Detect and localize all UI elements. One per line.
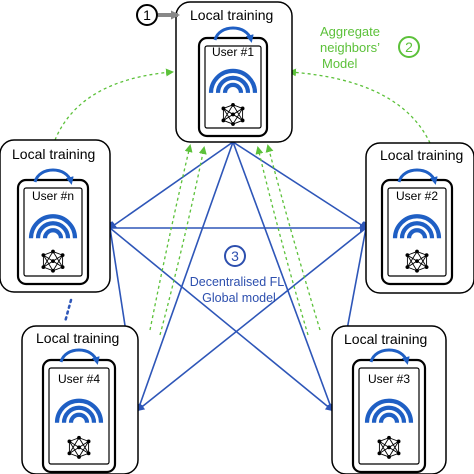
user-label: User #n bbox=[32, 189, 74, 203]
step2-line2: neighbors’ bbox=[320, 40, 380, 55]
wifi-icon bbox=[54, 398, 104, 423]
aggregate-user2-to-user1 bbox=[288, 68, 431, 144]
step1-label: Local training bbox=[190, 7, 273, 23]
more-users-dots bbox=[63, 298, 73, 324]
phone-screen bbox=[204, 45, 262, 129]
aggregate-user3-to-user1 bbox=[265, 144, 321, 331]
node-usern: Local training User #n bbox=[0, 139, 111, 293]
node-title: Local training bbox=[12, 146, 95, 162]
node-title: Local training bbox=[344, 331, 427, 347]
neural-network-icon bbox=[405, 249, 429, 273]
neural-network-icon bbox=[221, 102, 245, 126]
step3-line2: Global model bbox=[202, 291, 276, 305]
node-user4: Local training User #4 bbox=[21, 325, 139, 474]
training-loop-arrow-icon bbox=[213, 26, 254, 43]
training-loop-arrow-icon bbox=[397, 168, 438, 185]
step3-badge bbox=[224, 245, 246, 267]
wifi-icon bbox=[392, 214, 442, 239]
global-link-user1-user2 bbox=[225, 135, 368, 230]
aggregate-user3-to-user1-b bbox=[255, 146, 309, 336]
phone-icon bbox=[351, 348, 427, 474]
neural-network-icon bbox=[41, 249, 65, 273]
step2-badge bbox=[398, 36, 420, 58]
step1-number: 1 bbox=[143, 7, 151, 23]
aggregation-links bbox=[54, 68, 431, 336]
training-loop-arrow-icon bbox=[59, 348, 100, 365]
phone-icon bbox=[16, 168, 90, 286]
phone-icon bbox=[197, 26, 269, 138]
node-user3: Local training User #3 bbox=[331, 325, 447, 474]
aggregate-usern-to-user1 bbox=[54, 68, 174, 141]
neural-network-icon bbox=[377, 435, 401, 459]
node-title: Local training bbox=[380, 147, 463, 163]
wifi-icon bbox=[28, 214, 78, 239]
step2-number: 2 bbox=[405, 39, 413, 55]
node-user2: Local training User #2 bbox=[365, 142, 474, 294]
wifi-icon bbox=[208, 68, 258, 94]
step2-annotation: Aggregate neighbors’ 2 Model bbox=[320, 24, 420, 71]
aggregate-user4-to-user1-b bbox=[159, 146, 207, 336]
user-label: User #3 bbox=[368, 372, 410, 386]
step1-badge bbox=[136, 4, 158, 26]
step3-number: 3 bbox=[231, 248, 239, 264]
training-loop-arrow-icon bbox=[369, 348, 410, 365]
user-label: User #1 bbox=[212, 45, 254, 59]
step3-line1: Decentralised FL bbox=[190, 275, 285, 289]
aggregate-user4-to-user1 bbox=[149, 144, 193, 331]
wifi-icon bbox=[364, 398, 414, 423]
neural-network-icon bbox=[67, 435, 91, 459]
node-title: Local training bbox=[36, 330, 119, 346]
global-model-links bbox=[102, 134, 374, 412]
phone-icon bbox=[380, 168, 454, 286]
user-label: User #2 bbox=[396, 189, 438, 203]
step2-line3: Model bbox=[322, 56, 358, 71]
phone-icon bbox=[41, 348, 117, 474]
node-user1: 1 Local training User #1 bbox=[136, 1, 293, 143]
global-link-user2-user4 bbox=[136, 221, 374, 412]
global-link-user1-usern bbox=[108, 135, 241, 230]
training-loop-arrow-icon bbox=[33, 168, 74, 185]
step2-line1: Aggregate bbox=[320, 24, 380, 39]
step3-annotation: 3 Decentralised FL Global model bbox=[190, 245, 285, 305]
user-label: User #4 bbox=[58, 372, 100, 386]
